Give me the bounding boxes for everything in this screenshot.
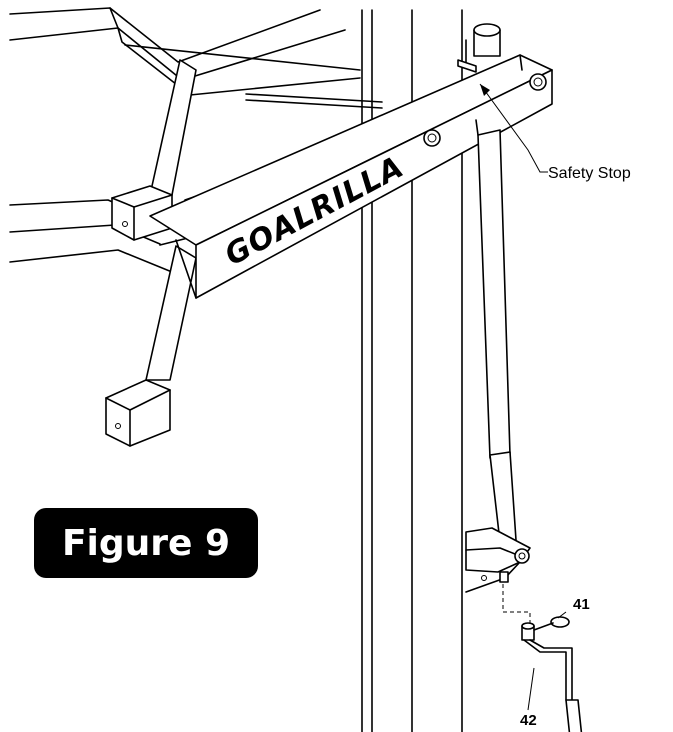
part-42-label: 42 xyxy=(520,712,537,729)
safety-stop-label: Safety Stop xyxy=(548,165,631,182)
lower-bracket xyxy=(465,527,531,593)
figure-label: Figure 9 xyxy=(34,508,258,578)
extension-arm xyxy=(149,54,553,299)
part-41-label: 41 xyxy=(573,596,590,613)
pin-clip xyxy=(533,616,570,631)
lower-strut xyxy=(105,245,197,447)
safety-stop-knob xyxy=(457,23,501,73)
safety-stop-callout: Safety Stop xyxy=(479,83,631,182)
lift-strut xyxy=(475,119,517,543)
assembly-dashed-line xyxy=(502,584,531,626)
part-callouts: 41 42 xyxy=(520,596,590,729)
crank-handle xyxy=(521,622,583,732)
upper-strut xyxy=(111,59,197,241)
